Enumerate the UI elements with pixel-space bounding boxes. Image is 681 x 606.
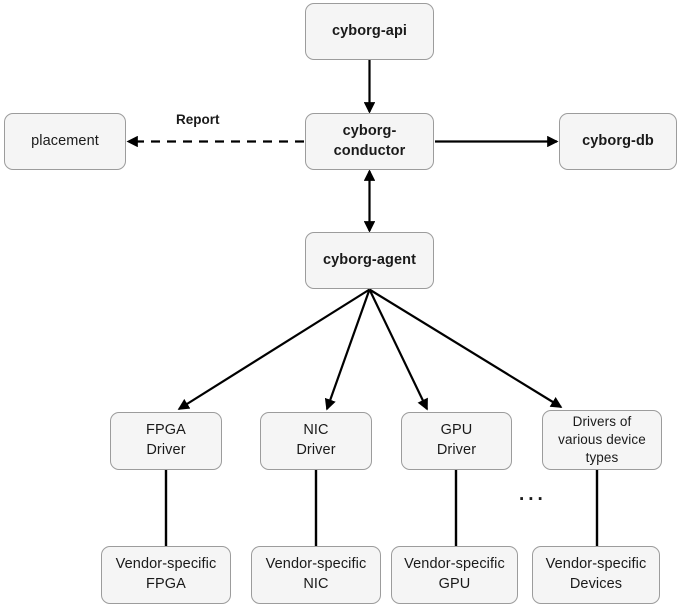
- node-cyborg-conductor[interactable]: cyborg-conductor: [305, 113, 434, 170]
- edge-agent-to-various-drivers: [368, 288, 563, 408]
- node-nic-driver[interactable]: NIC Driver: [260, 412, 372, 470]
- edge-agent-to-fpga-driver: [177, 288, 371, 410]
- node-cyborg-db[interactable]: cyborg-db: [559, 113, 677, 170]
- node-vendor-specific-fpga[interactable]: Vendor-specific FPGA: [101, 546, 231, 604]
- node-vendor-specific-nic[interactable]: Vendor-specific NIC: [251, 546, 381, 604]
- edge-agent-to-nic-driver: [324, 289, 371, 411]
- edge-agent-to-gpu-driver: [368, 289, 428, 411]
- edge-label-report: Report: [176, 112, 220, 127]
- node-gpu-driver[interactable]: GPU Driver: [401, 412, 512, 470]
- node-various-drivers[interactable]: Drivers of various device types: [542, 410, 662, 470]
- node-cyborg-agent[interactable]: cyborg-agent: [305, 232, 434, 289]
- node-vendor-specific-devices[interactable]: Vendor-specific Devices: [532, 546, 660, 604]
- node-vendor-specific-gpu[interactable]: Vendor-specific GPU: [391, 546, 518, 604]
- node-fpga-driver[interactable]: FPGA Driver: [110, 412, 222, 470]
- node-cyborg-api[interactable]: cyborg-api: [305, 3, 434, 60]
- ellipsis-more-drivers: ...: [519, 484, 547, 505]
- node-placement[interactable]: placement: [4, 113, 126, 170]
